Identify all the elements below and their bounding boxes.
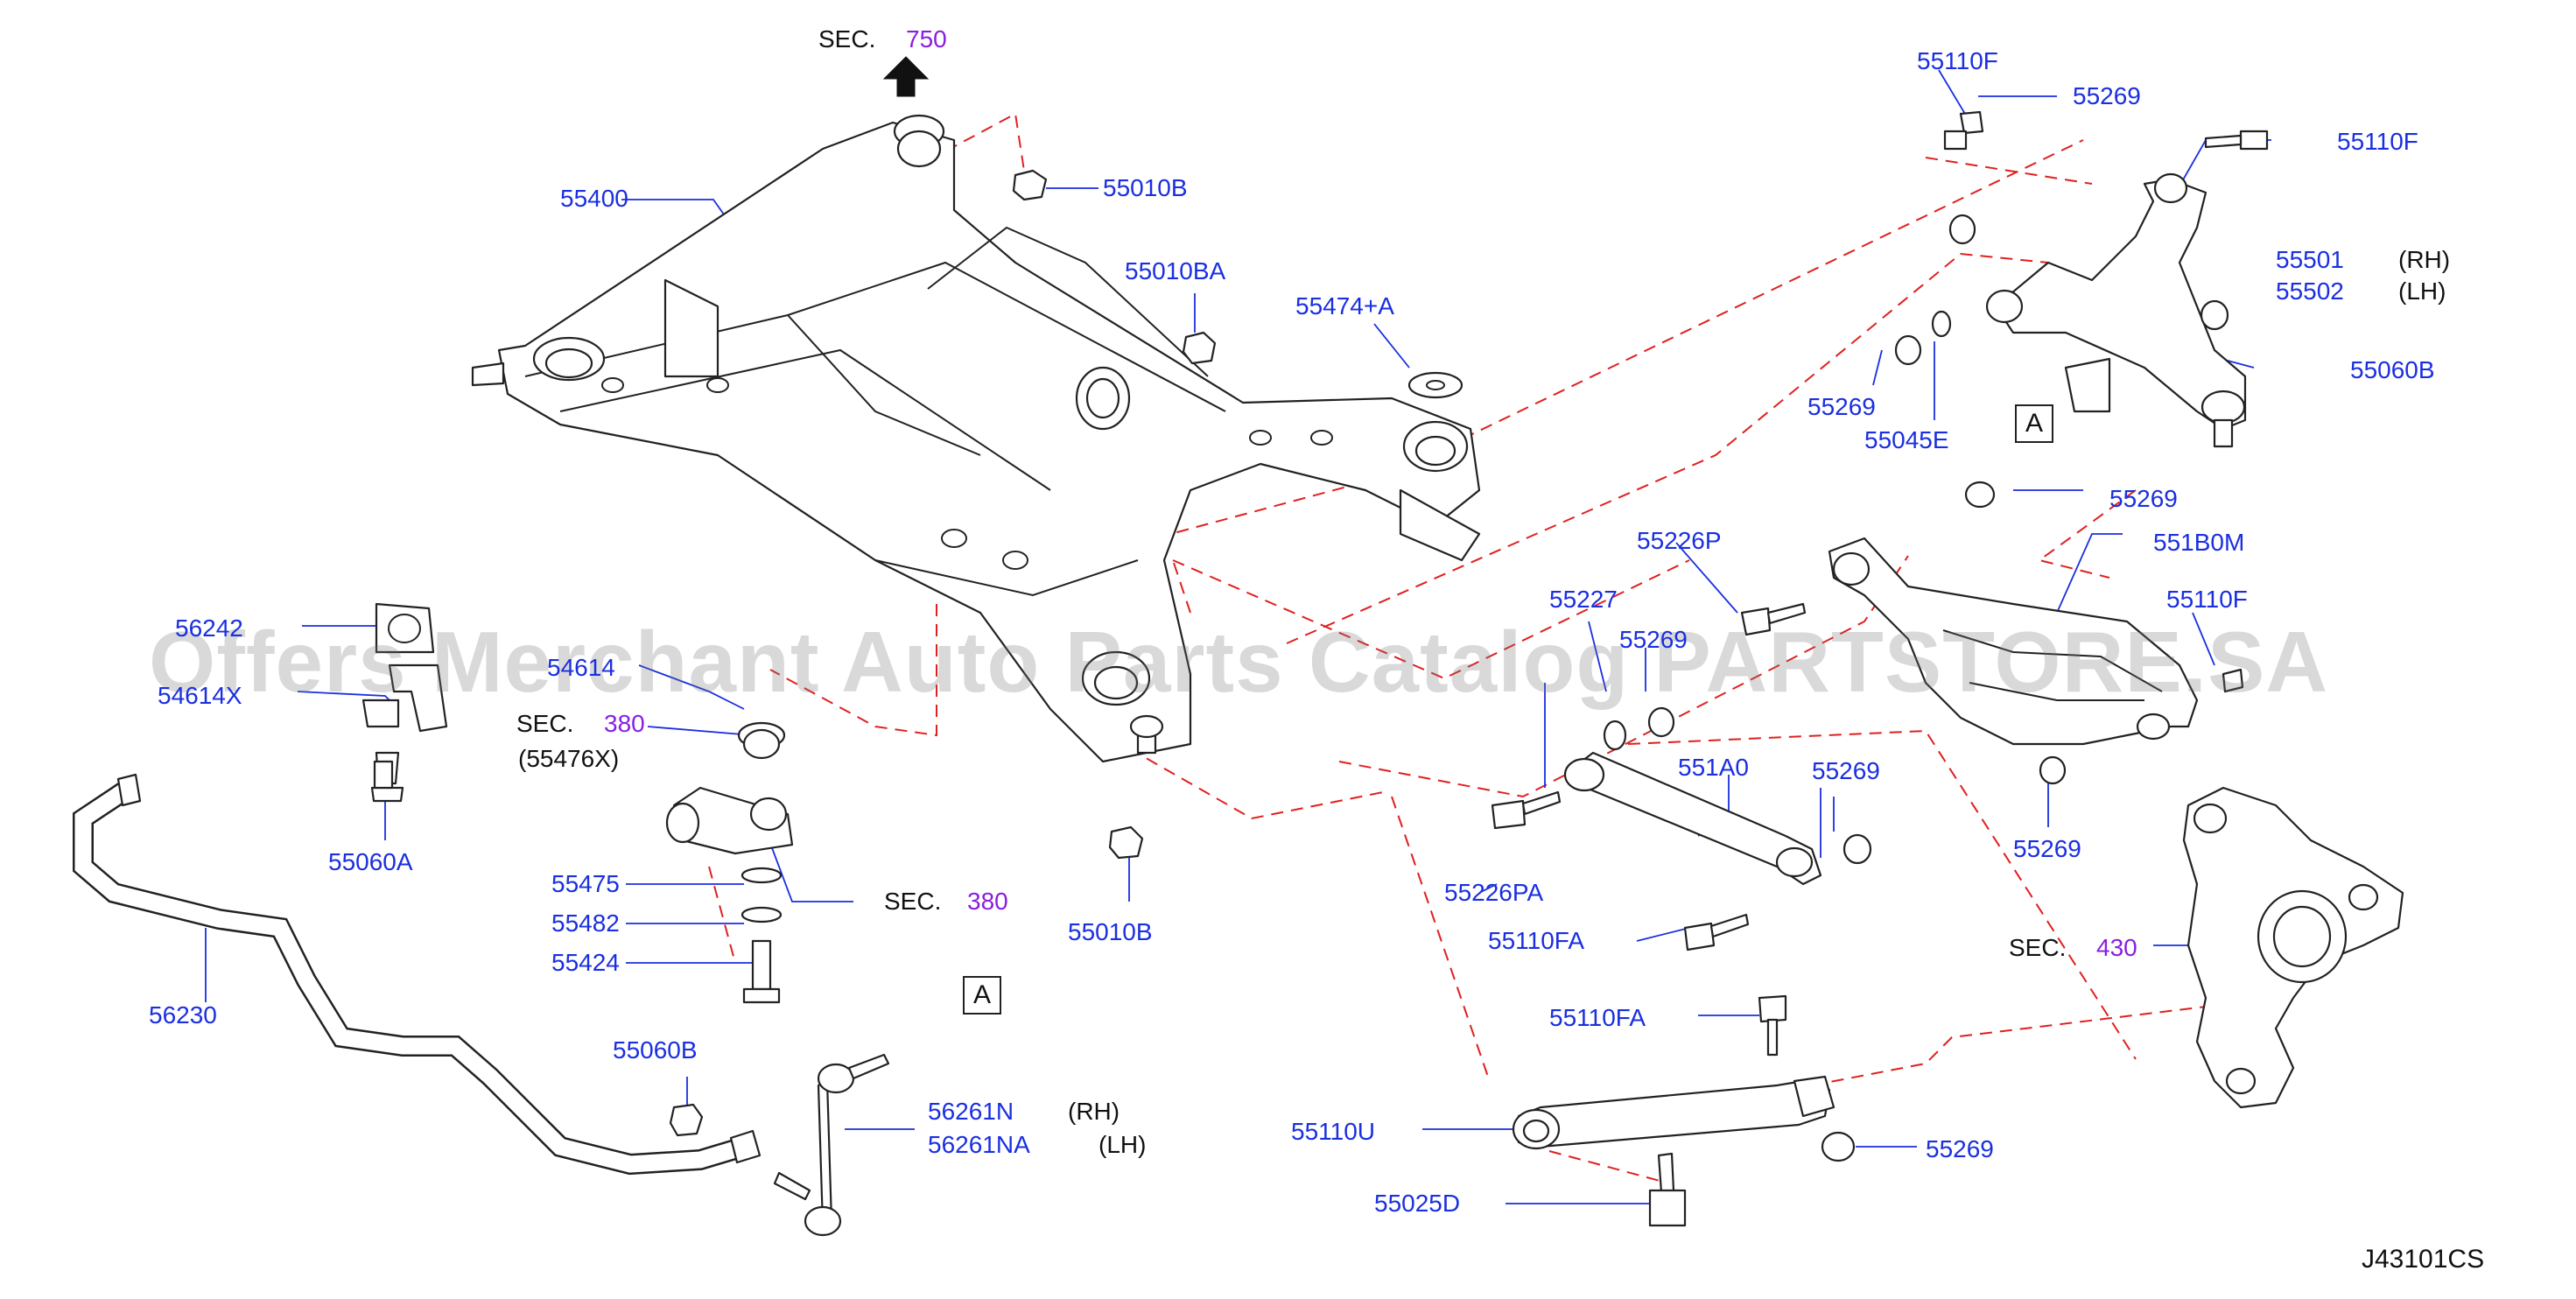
upper-link-arm — [1985, 172, 2247, 448]
part-55269-d[interactable]: 55269 — [1812, 757, 1880, 784]
knuckle — [2182, 786, 2404, 1109]
sec-430-prefix: SEC. — [2009, 934, 2067, 961]
part-55110fa-b[interactable]: 55110FA — [1549, 1004, 1646, 1031]
rear-link — [1512, 1075, 1835, 1150]
part-55110f-right[interactable]: 55110F — [2337, 128, 2418, 155]
part-55269-f[interactable]: 55269 — [1926, 1135, 1994, 1162]
diagram-code: J43101CS — [2362, 1245, 2485, 1274]
stabilizer-link — [773, 1053, 890, 1237]
part-55110f-mid[interactable]: 55110F — [2166, 586, 2248, 613]
part-55226p[interactable]: 55226P — [1637, 527, 1722, 554]
part-56230[interactable]: 56230 — [149, 1001, 217, 1029]
part-55045e[interactable]: 55045E — [1864, 426, 1949, 453]
part-55502[interactable]: 55502 — [2276, 277, 2344, 305]
sec-380-a-prefix: SEC. — [516, 710, 574, 737]
up-arrow-icon — [882, 56, 930, 97]
part-55226pa[interactable]: 55226PA — [1444, 879, 1544, 906]
part-55227[interactable]: 55227 — [1549, 586, 1618, 613]
sec-430-number[interactable]: 430 — [2096, 934, 2137, 961]
part-54614x[interactable]: 54614X — [158, 682, 242, 709]
part-551b0m[interactable]: 551B0M — [2153, 529, 2245, 556]
rear-subframe — [471, 114, 1481, 763]
part-55060b-low[interactable]: 55060B — [613, 1036, 698, 1064]
part-55010b-top[interactable]: 55010B — [1103, 174, 1188, 201]
part-55269-r2[interactable]: 55269 — [2109, 485, 2178, 512]
part-55475[interactable]: 55475 — [551, 870, 620, 897]
part-56261n[interactable]: 56261N — [928, 1098, 1014, 1125]
part-55424[interactable]: 55424 — [551, 949, 620, 976]
fasteners — [373, 110, 2269, 1227]
rh-56261n: (RH) — [1068, 1098, 1120, 1125]
part-56242[interactable]: 56242 — [175, 614, 243, 642]
stabilizer-bar — [73, 773, 762, 1176]
part-54614[interactable]: 54614 — [547, 654, 615, 681]
stabilizer-bushing — [361, 602, 448, 803]
ref-box-a-upper: A — [2015, 404, 2053, 443]
part-55476x[interactable]: (55476X) — [518, 745, 620, 772]
part-55269-e[interactable]: 55269 — [2013, 835, 2081, 862]
rh-55501: (RH) — [2398, 246, 2451, 273]
part-55110u[interactable]: 55110U — [1291, 1118, 1376, 1145]
lh-56261na: (LH) — [1098, 1131, 1147, 1158]
sec-750-prefix: SEC. — [818, 25, 876, 53]
sec-750-number[interactable]: 750 — [906, 25, 947, 53]
part-551a0[interactable]: 551A0 — [1678, 754, 1749, 781]
part-55501[interactable]: 55501 — [2276, 246, 2344, 273]
part-55010ba[interactable]: 55010BA — [1125, 257, 1226, 284]
part-55110fa-a[interactable]: 55110FA — [1488, 927, 1585, 954]
part-55400[interactable]: 55400 — [560, 185, 628, 212]
part-55482[interactable]: 55482 — [551, 909, 620, 937]
lower-arm — [1828, 537, 2199, 746]
part-55060a[interactable]: 55060A — [328, 848, 413, 875]
sec-380-b-number[interactable]: 380 — [967, 888, 1008, 915]
part-55269-mid[interactable]: 55269 — [1807, 393, 1876, 420]
part-56261na[interactable]: 56261NA — [928, 1131, 1030, 1158]
part-55060b-right[interactable]: 55060B — [2350, 356, 2435, 383]
lateral-link — [1563, 751, 1822, 886]
ref-box-a-lower: A — [963, 976, 1001, 1015]
part-55025d[interactable]: 55025D — [1374, 1190, 1461, 1217]
part-55010b-low[interactable]: 55010B — [1068, 918, 1153, 945]
mount-insulator — [665, 721, 794, 1004]
part-55110f-top[interactable]: 55110F — [1917, 47, 1998, 74]
lh-55502: (LH) — [2398, 277, 2446, 305]
sec-380-a-number[interactable]: 380 — [604, 710, 645, 737]
part-55474a[interactable]: 55474+A — [1295, 292, 1394, 319]
part-55269-c[interactable]: 55269 — [1619, 626, 1688, 653]
sec-380-b-prefix: SEC. — [884, 888, 942, 915]
part-55269-top[interactable]: 55269 — [2073, 82, 2141, 109]
